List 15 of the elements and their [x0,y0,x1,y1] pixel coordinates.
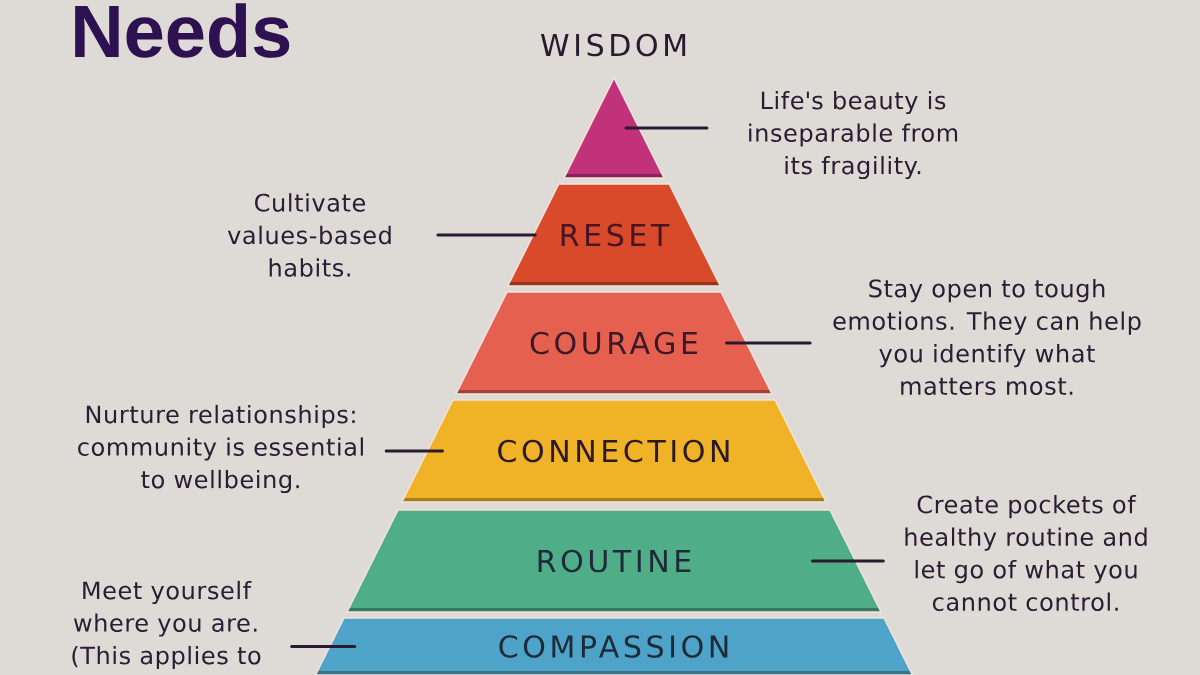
annotation-text: Stay open to tough emotions. They can help you identify what matters most. [833,278,1141,396]
leader-line [725,341,812,345]
leader-line [811,559,885,563]
leader-line [290,645,357,648]
annotation-text: Life's beauty is inseparable from its fragility. [749,90,958,180]
annotation-text: Nurture relationships: community is essential to wellbeing. [78,404,363,494]
annotation-text: Cultivate values-based habits. [227,193,391,277]
title: Needs [75,3,290,58]
annotation-text: Meet yourself where you are. (This applies to [72,580,261,670]
tier-label: WISDOM [540,33,686,57]
leader-line [436,233,537,237]
leader-line [624,126,709,130]
annotation-text: Create pockets of healthy routine and let go of what you cannot control. [905,494,1147,612]
pyramid-tier: COMPASSION [314,617,914,675]
leader-line [384,449,444,453]
